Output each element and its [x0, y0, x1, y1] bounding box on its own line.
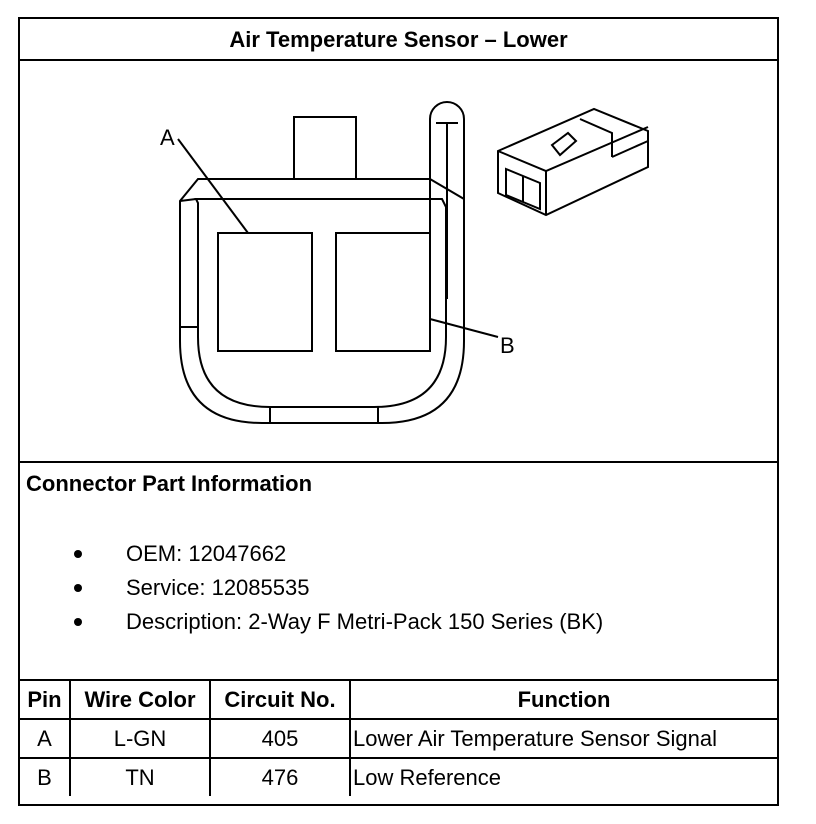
- document-title: Air Temperature Sensor – Lower: [20, 19, 777, 61]
- header-circuit-no: Circuit No.: [209, 681, 351, 720]
- connector-drawing: A B: [160, 101, 649, 424]
- pinout-table: Pin Wire Color Circuit No. Function A L-…: [20, 681, 777, 796]
- table-header-row: Pin Wire Color Circuit No. Function: [20, 681, 777, 720]
- connector-diagram: A B: [20, 61, 777, 463]
- connector-info-section: Connector Part Information OEM: 12047662…: [20, 463, 777, 681]
- info-item-text: Description: 2-Way F Metri-Pack 150 Seri…: [126, 609, 604, 634]
- connector-latch-arm: [429, 101, 465, 299]
- cell-wire-color: L-GN: [69, 718, 211, 759]
- cell-circuit-no: 405: [209, 718, 351, 759]
- connector-top-tab: [293, 116, 357, 180]
- info-item-service: Service: 12085535: [20, 571, 603, 605]
- table-row: A L-GN 405 Lower Air Temperature Sensor …: [20, 718, 777, 759]
- info-item-description: Description: 2-Way F Metri-Pack 150 Seri…: [20, 605, 603, 639]
- info-item-text: OEM: 12047662: [126, 541, 287, 566]
- connector-document: Air Temperature Sensor – Lower: [18, 17, 779, 806]
- bullet-icon: [74, 618, 82, 626]
- cell-function: Low Reference: [349, 757, 777, 796]
- info-item-oem: OEM: 12047662: [20, 537, 603, 571]
- info-heading: Connector Part Information: [26, 471, 313, 496]
- cell-wire-color: TN: [69, 757, 211, 796]
- callout-line-a: [177, 138, 249, 234]
- callout-label-a: A: [160, 125, 175, 150]
- terminal-cavity-a: [217, 232, 313, 352]
- callout-line-b: [429, 318, 499, 338]
- cell-function: Lower Air Temperature Sensor Signal: [349, 718, 777, 759]
- cell-circuit-no: 476: [209, 757, 351, 796]
- table-row: B TN 476 Low Reference: [20, 757, 777, 796]
- connector-body-inner: [194, 198, 447, 408]
- bullet-icon: [74, 550, 82, 558]
- header-function: Function: [349, 681, 777, 720]
- header-wire-color: Wire Color: [69, 681, 211, 720]
- info-list: OEM: 12047662 Service: 12085535 Descript…: [20, 537, 603, 639]
- info-item-text: Service: 12085535: [126, 575, 310, 600]
- terminal-cavity-b: [335, 232, 431, 352]
- cell-pin: B: [20, 757, 71, 796]
- connector-iso-view: [497, 107, 649, 217]
- header-pin: Pin: [20, 681, 71, 720]
- cell-pin: A: [20, 718, 71, 759]
- bullet-icon: [74, 584, 82, 592]
- connector-body-outer: [179, 178, 465, 424]
- callout-label-b: B: [500, 333, 515, 358]
